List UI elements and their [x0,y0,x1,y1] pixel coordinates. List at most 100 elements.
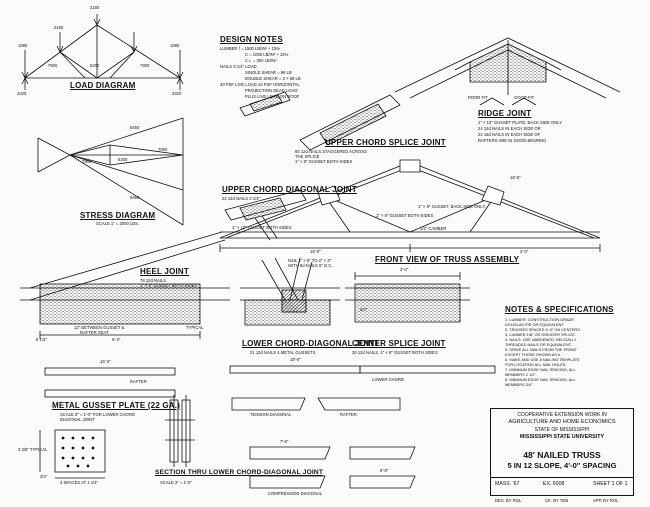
member-list-sketch [44,365,496,489]
front-view-title: FRONT VIEW OF TRUSS ASSEMBLY [375,255,520,264]
spec-line: MEMBERS 2 1/2". [505,372,537,377]
poor-fit-label: POOR FIT [468,95,488,100]
lower-chord-diagonal-label: NAIL 1" × 8" TO 2" × 3" [288,258,332,263]
spec-line: 7. MINIMUM EDGE NAIL SPACING, ALL [505,367,576,372]
upper-chord-splice-note: 1" × 8" GUSSET BOTH SIDES [295,159,353,164]
center-splice-title: CENTER SPLICE JOINT [352,339,446,348]
front-view-label: 1" × 8" GUSSET, BACK SIDE ONLY [418,204,486,209]
member-dim: 6'-8" [380,468,389,473]
member-label: LOWER CHORD [372,377,404,382]
member-label: RAFTER [130,379,147,384]
reaction-right: 4320 [172,91,182,96]
front-view-label: 1" × 10" GUSSET BOTH SIDES [232,225,292,230]
load-label-left: 2160 [54,25,64,30]
member-label: TENSION DIAGONAL [250,412,292,417]
metal-gusset-plate-sketch [39,429,106,479]
good-fit-label: GOOD FIT [514,95,535,100]
member-dim: 18'-0" [290,357,301,362]
design-note-line: SINGLE SHEAR = 98 LB [245,70,292,75]
member-label: COMPRESSION DIAGONAL [268,491,323,496]
member-force-right: 7900 [140,63,150,68]
heel-joint-label: RAFTER SEAT [80,330,109,335]
center-splice-sketch [345,272,470,323]
ridge-joint-note: 24 16d NAILS IN EACH SIDE OF [478,132,541,137]
front-view-label: 1" × 8" GUSSET BOTH SIDES [376,213,434,218]
front-view-dim: 2'-0" [520,249,529,254]
heel-joint-label: 6 1/2" [36,337,47,342]
heel-joint-note: 1" × 8" GUSSET BOTH SIDES [140,283,198,288]
spec-line: FOR LOCATING ALL NAIL HOLES. [505,362,567,367]
stress-diagram-title: STRESS DIAGRAM [80,211,156,220]
section-sketch [165,395,195,467]
stress-value-4: 7900 [82,159,92,164]
metal-gusset-label: 3/4" [40,474,48,479]
spec-line: DOUGLAS FIR OR EQUIVALENT. [505,322,565,327]
member-dim: 16'-3" [100,359,111,364]
spec-line: 4. NAILS: USE HARDENED, HELICALLY [505,337,577,342]
ex-number: EX. 6008 [543,481,565,487]
heel-joint-note: 78 12d NAILS [140,278,167,283]
stress-value-5: 8450 [130,195,140,200]
metal-gusset-note: DIAGONAL JOINT [60,417,95,422]
load-label-top: 2160 [90,5,100,10]
reaction-left: 4320 [17,91,27,96]
metal-gusset-note: SCALE 3" = 1'-0" FOR LOWER CHORD [60,412,135,417]
center-splice-dim: 3/4" [360,307,368,312]
heel-joint-dim: 6'-3" [112,337,121,342]
stress-value-3: 7050 [158,147,168,152]
center-splice-dim: 3'-0" [400,267,409,272]
load-diagram-truss [21,14,184,90]
load-diagram-title: LOAD DIAGRAM [70,81,136,90]
design-note-line: C⊥ = 300 LB/IN² [245,58,277,63]
member-label: RAFTER [340,412,357,417]
drawing-title: 48' NAILED TRUSS [523,450,601,460]
upper-chord-splice-note: 64 12d NAILS STAGGERED ACROSS [295,149,367,154]
load-label-left-end: 1080 [18,43,28,48]
title-block-line: AGRICULTURE AND HOME ECONOMICS [508,419,616,425]
heel-joint-sketch [20,231,230,339]
spec-line: 3. LUMBER 1/8" OR GREATER SPLICE. [505,332,576,337]
spec-line: 5. DRIVE ALL NAILS FROM THE FRONT [505,347,577,352]
stress-value-2: 5200 [118,157,128,162]
stress-value-1: 8450 [130,125,140,130]
notes-specs-title: NOTES & SPECIFICATIONS [505,305,614,314]
center-splice-note: 30 12d NAILS, 1" × 8" GUSSET BOTH SIDES [352,350,438,355]
lower-chord-diagonal-label: WITH 8d NAILS 6" O.C. [288,263,333,268]
spec-line: THREADED NAILS OR EQUIVALENT. [505,342,572,347]
ridge-joint-sketch [394,37,621,106]
heel-joint-label: TYPICAL [186,325,204,330]
member-dim: 7'-6" [280,439,289,444]
ridge-joint-title: RIDGE JOINT [478,109,532,118]
front-view-truss [219,159,601,252]
signature-checked: CK. BY TDB [545,498,569,503]
load-label-right-end: 1080 [170,43,180,48]
upper-chord-diagonal-sketch [224,189,307,241]
sheet-number: SHEET 1 OF 1 [593,481,628,487]
member-force-left: 7900 [48,63,58,68]
title-block-line: STATE OF MISSISSIPPI [534,427,590,433]
heel-joint-title: HEEL JOINT [140,267,189,276]
section-scale: SCALE 3" = 1'-0" [160,480,192,485]
front-view-dim: 18'-0" [510,175,521,180]
signature-designed: DES. BY ROL [495,498,522,503]
stress-diagram-lines [37,117,184,226]
lower-chord-diagonal-sketch [240,257,340,326]
metal-gusset-label: 3 3/8" TYPICAL [18,447,48,452]
lower-chord-diagonal-note: 21 12d NAILS 4 METAL GUSSETS [250,350,316,355]
design-note-line: PROJECTION DEAD LOAD [245,88,298,93]
signature-approved: APP. BY ROL [593,498,619,503]
design-note-line: C = 1000 LB/IN² + 15% [245,52,289,57]
design-note-line: 40 PSF LIVE LOAD 10 PSF HORIZONTAL [220,82,300,87]
ridge-joint-note: RAFTERS ARE IN GOOD BEARING [478,138,547,143]
design-note-line: DOUBLE SHEAR = 2 × 98 LB [245,76,301,81]
upper-chord-splice-title: UPPER CHORD SPLICE JOINT [325,138,446,147]
spec-line: EXCEPT THOSE SHOWN AS #. [505,352,562,357]
camber-label: 1/2" CAMBER [420,226,447,231]
lower-chord-diagonal-title: LOWER CHORD-DIAGONAL JOINT [242,339,380,348]
design-note-line: PLUS LIVE LOAD ON ROOF [245,94,300,99]
upper-chord-diagonal-title: UPPER CHORD DIAGONAL JOINT [222,185,357,194]
title-block-line: MISSISSIPPI STATE UNIVERSITY [519,434,605,440]
section-title: SECTION THRU LOWER CHORD-DIAGONAL JOINT [155,469,324,476]
